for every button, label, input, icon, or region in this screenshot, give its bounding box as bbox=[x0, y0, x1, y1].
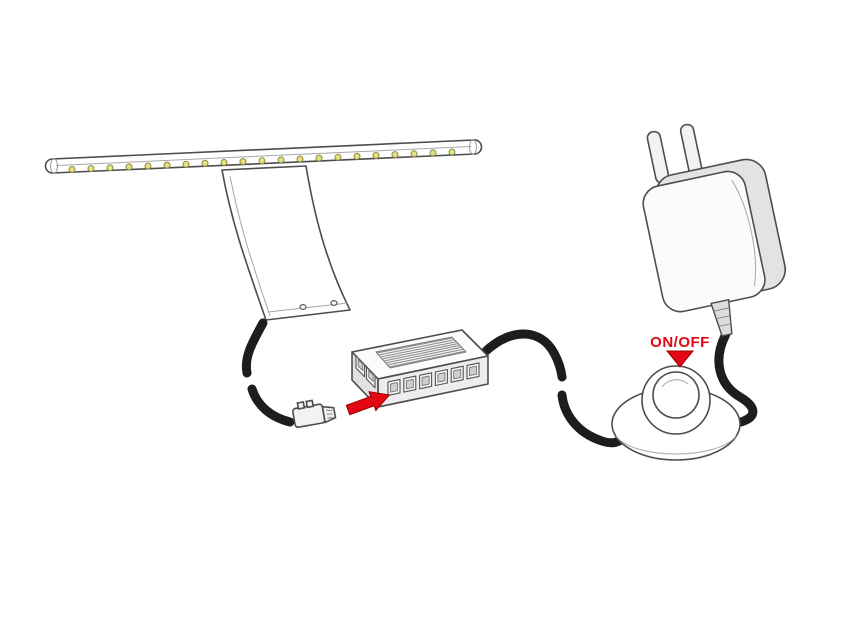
led-dot bbox=[125, 163, 133, 171]
port bbox=[403, 375, 417, 393]
foot-switch bbox=[611, 365, 741, 461]
led-dot bbox=[163, 161, 171, 169]
strain-relief bbox=[710, 298, 733, 337]
onoff-label: ON/OFF bbox=[650, 334, 710, 351]
port-inner bbox=[357, 359, 364, 372]
bracket-fold-line bbox=[267, 302, 349, 313]
port bbox=[466, 362, 480, 380]
cable-box-to-switch-a bbox=[481, 329, 567, 382]
plug-latch bbox=[296, 401, 306, 410]
led-bar-highlight bbox=[55, 146, 472, 166]
cables bbox=[241, 318, 758, 448]
box-ridge-line bbox=[382, 343, 459, 360]
side-ports bbox=[355, 355, 376, 389]
led-dot bbox=[429, 149, 437, 157]
screw-hole bbox=[299, 304, 307, 311]
onoff-annotation: ON/OFF bbox=[650, 334, 710, 368]
insert-direction-arrow bbox=[345, 391, 391, 416]
screw-hole bbox=[330, 300, 338, 307]
led-dot bbox=[201, 159, 209, 167]
port-inner bbox=[405, 378, 414, 390]
port-inner bbox=[390, 382, 398, 393]
led-dot bbox=[372, 152, 380, 159]
led-dot bbox=[144, 162, 152, 170]
port bbox=[450, 365, 464, 383]
bracket-crease bbox=[229, 175, 271, 317]
mounting-bracket bbox=[221, 165, 351, 321]
box-ridge-line bbox=[388, 350, 466, 368]
box-ridge-line bbox=[378, 339, 455, 356]
strain-relief-body bbox=[710, 298, 733, 337]
plug-tip bbox=[321, 405, 337, 424]
port bbox=[387, 378, 401, 396]
led-dot bbox=[448, 148, 456, 156]
led-bar-endcap-left bbox=[50, 158, 58, 174]
port bbox=[419, 372, 433, 390]
port-inner bbox=[437, 372, 446, 383]
led-dot bbox=[315, 154, 323, 162]
box-ridge-line bbox=[383, 344, 461, 362]
led-light-strip bbox=[44, 139, 483, 174]
led-bar-endcap-right bbox=[469, 139, 477, 155]
box-ridges bbox=[376, 337, 466, 368]
arrow-shape bbox=[345, 391, 391, 416]
led-dot bbox=[277, 156, 285, 164]
box-ridge-line bbox=[385, 346, 462, 364]
led-dot bbox=[391, 151, 399, 159]
led-dot bbox=[87, 165, 95, 173]
cable-adapter-to-switch bbox=[714, 329, 758, 427]
cable-bracket-to-connector-a bbox=[241, 318, 268, 378]
power-adapter-eu-plug bbox=[642, 123, 786, 337]
led-dot bbox=[220, 159, 228, 166]
adapter-contour bbox=[731, 180, 756, 287]
switch-base-rim bbox=[615, 435, 737, 455]
front-ports bbox=[387, 362, 480, 396]
cable-box-to-switch-b bbox=[557, 390, 626, 448]
switch-button bbox=[652, 371, 700, 419]
led-dot bbox=[239, 158, 247, 166]
switch-button-highlight bbox=[661, 379, 689, 388]
cable-bracket-to-connector-b bbox=[247, 384, 295, 427]
plug-pins bbox=[326, 409, 334, 419]
box-ridge-line bbox=[380, 341, 457, 358]
led-dot bbox=[106, 164, 114, 172]
box-ridge-line bbox=[387, 348, 464, 366]
led-dot bbox=[410, 150, 418, 158]
port-inner bbox=[453, 369, 462, 380]
plug-latch bbox=[305, 399, 315, 409]
port-inner bbox=[368, 370, 374, 383]
strain-relief-ridges bbox=[713, 307, 731, 327]
port bbox=[434, 368, 448, 387]
box-ridge-line bbox=[376, 337, 453, 354]
led-dots bbox=[68, 148, 456, 173]
onoff-pointer-triangle bbox=[665, 350, 695, 368]
cable-connector-plug bbox=[292, 399, 337, 429]
port-inner bbox=[421, 375, 430, 386]
led-dot bbox=[68, 166, 76, 173]
bracket-plate bbox=[221, 165, 351, 321]
led-dot bbox=[296, 155, 304, 163]
led-dot bbox=[353, 152, 361, 160]
distributor-box bbox=[351, 329, 489, 408]
port-inner bbox=[469, 365, 477, 377]
led-dot bbox=[182, 160, 190, 168]
led-dot bbox=[258, 157, 266, 165]
led-dot bbox=[334, 153, 342, 161]
